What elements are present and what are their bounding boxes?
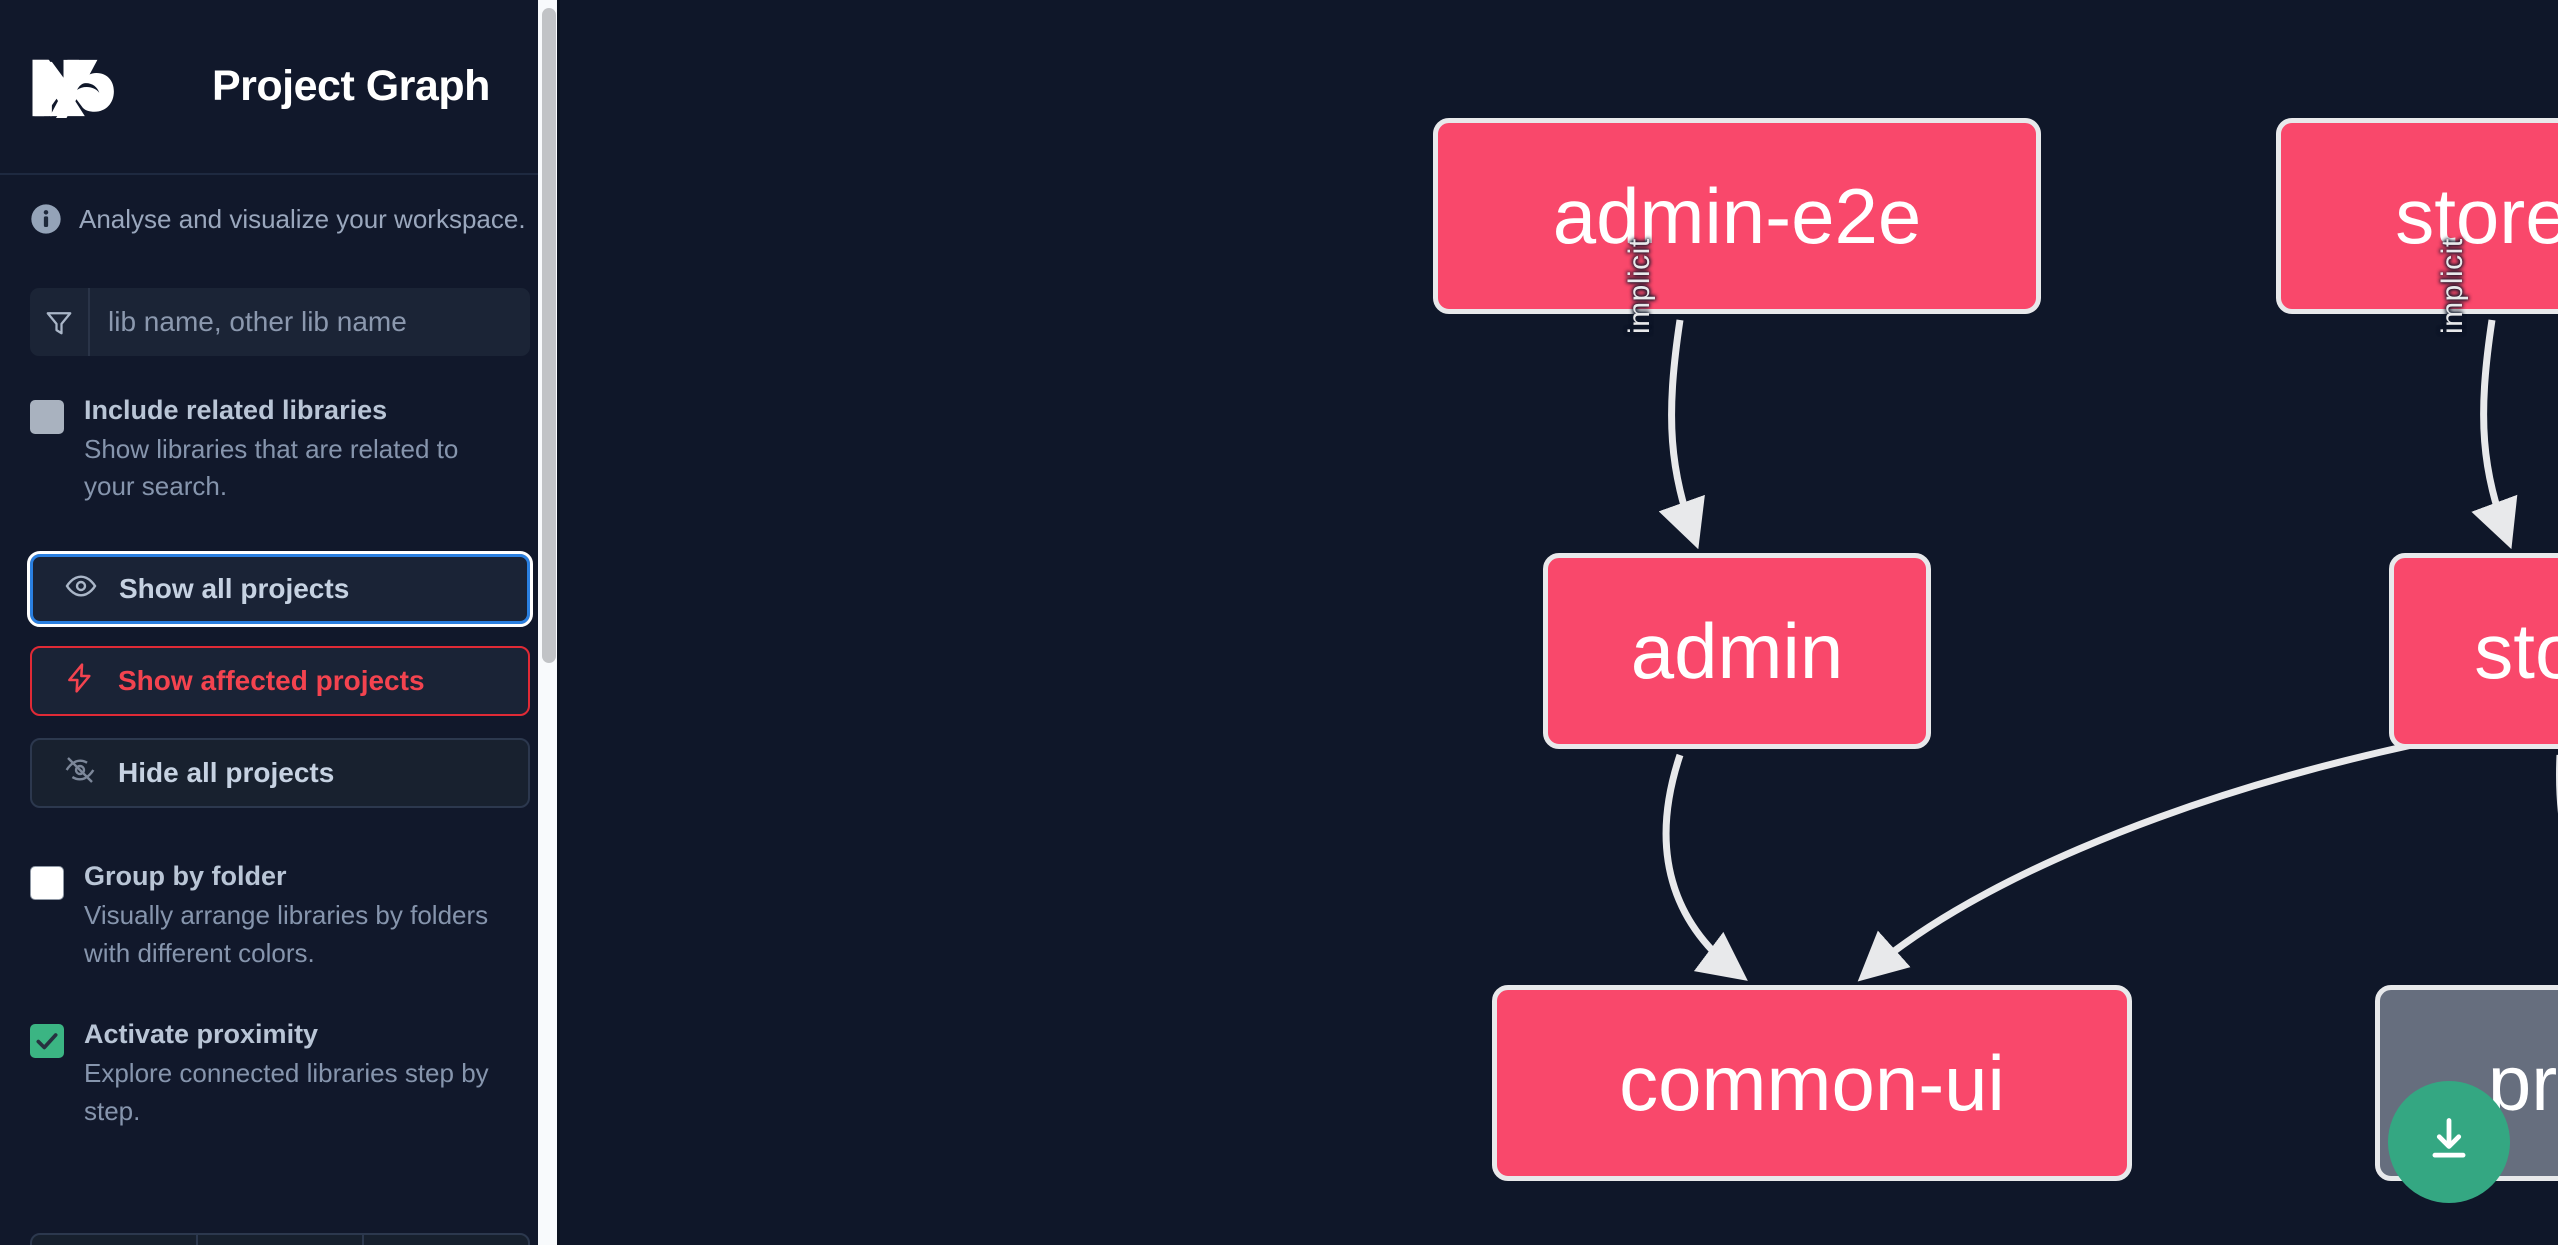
option-description: Explore connected libraries step by step… <box>84 1058 489 1126</box>
option-description: Show libraries that are related to your … <box>84 433 459 502</box>
eye-off-icon <box>64 754 96 793</box>
sidebar: Project Graph Analyse and visualize your… <box>0 0 560 1245</box>
graph-node-common-ui[interactable]: common-ui <box>1492 985 2132 1181</box>
sidebar-header: Project Graph <box>0 0 560 175</box>
show-all-projects-button[interactable]: Show all projects <box>27 551 533 628</box>
sidebar-divider <box>557 0 560 1245</box>
graph-node-admin[interactable]: admin <box>1543 553 1931 749</box>
graph-node-store-e2e[interactable]: store-e2e <box>2276 118 2558 314</box>
search-input[interactable] <box>90 288 530 356</box>
download-button[interactable] <box>2388 1081 2510 1203</box>
segment[interactable] <box>198 1235 364 1245</box>
hide-all-projects-label: Hide all projects <box>118 757 335 789</box>
search-field[interactable] <box>30 288 530 356</box>
graph-canvas[interactable]: implicit implicit admin-e2e store-e2e ad… <box>560 0 2558 1245</box>
show-affected-projects-label: Show affected projects <box>118 665 425 697</box>
show-all-projects-label: Show all projects <box>119 573 350 605</box>
option-group-by-folder: Group by folder Visually arrange librari… <box>0 860 560 972</box>
info-row: Analyse and visualize your workspace. <box>0 175 560 235</box>
info-text: Analyse and visualize your workspace. <box>79 203 526 234</box>
filter-funnel-icon <box>30 288 90 356</box>
graph-node-admin-e2e[interactable]: admin-e2e <box>1433 118 2041 314</box>
nx-logo-icon <box>30 56 128 124</box>
edge-admin-to-common-ui <box>1662 753 1748 981</box>
hide-all-projects-button[interactable]: Hide all projects <box>30 738 530 809</box>
eye-icon <box>65 570 97 609</box>
graph-edges <box>1658 319 2558 982</box>
info-circle-icon <box>30 203 62 235</box>
sidebar-scrollbar[interactable] <box>538 0 560 1245</box>
option-title: Group by folder <box>84 861 287 892</box>
graph-node-store[interactable]: store <box>2389 553 2558 749</box>
include-related-libraries-checkbox[interactable] <box>30 400 64 434</box>
edge-label-implicit-store: implicit <box>2436 238 2469 334</box>
option-description: Visually arrange libraries by folders wi… <box>84 899 489 968</box>
show-affected-projects-button[interactable]: Show affected projects <box>30 646 530 717</box>
sidebar-scrollbar-thumb[interactable] <box>542 8 556 663</box>
option-title: Include related libraries <box>84 395 388 425</box>
edge-store-to-common-ui <box>1857 741 2413 982</box>
edge-label-implicit-admin: implicit <box>1623 238 1656 334</box>
segment[interactable] <box>364 1235 528 1245</box>
text-filter-segmented-control[interactable] <box>30 1233 530 1245</box>
activate-proximity-checkbox[interactable] <box>30 1024 64 1059</box>
download-icon <box>2423 1114 2475 1171</box>
segment[interactable] <box>32 1235 198 1245</box>
option-activate-proximity: Activate proximity Explore connected lib… <box>0 1018 560 1130</box>
edge-admin-e2e-to-admin <box>1658 319 1705 550</box>
lightning-bolt-icon <box>64 662 96 701</box>
page-title: Project Graph <box>212 62 490 110</box>
option-include-related-libraries: Include related libraries Show libraries… <box>0 394 560 506</box>
edge-store-e2e-to-store <box>2471 319 2518 550</box>
option-title: Activate proximity <box>84 1019 319 1050</box>
group-by-folder-checkbox[interactable] <box>30 866 64 901</box>
action-button-group: Show all projects Show affected projects <box>27 551 533 809</box>
